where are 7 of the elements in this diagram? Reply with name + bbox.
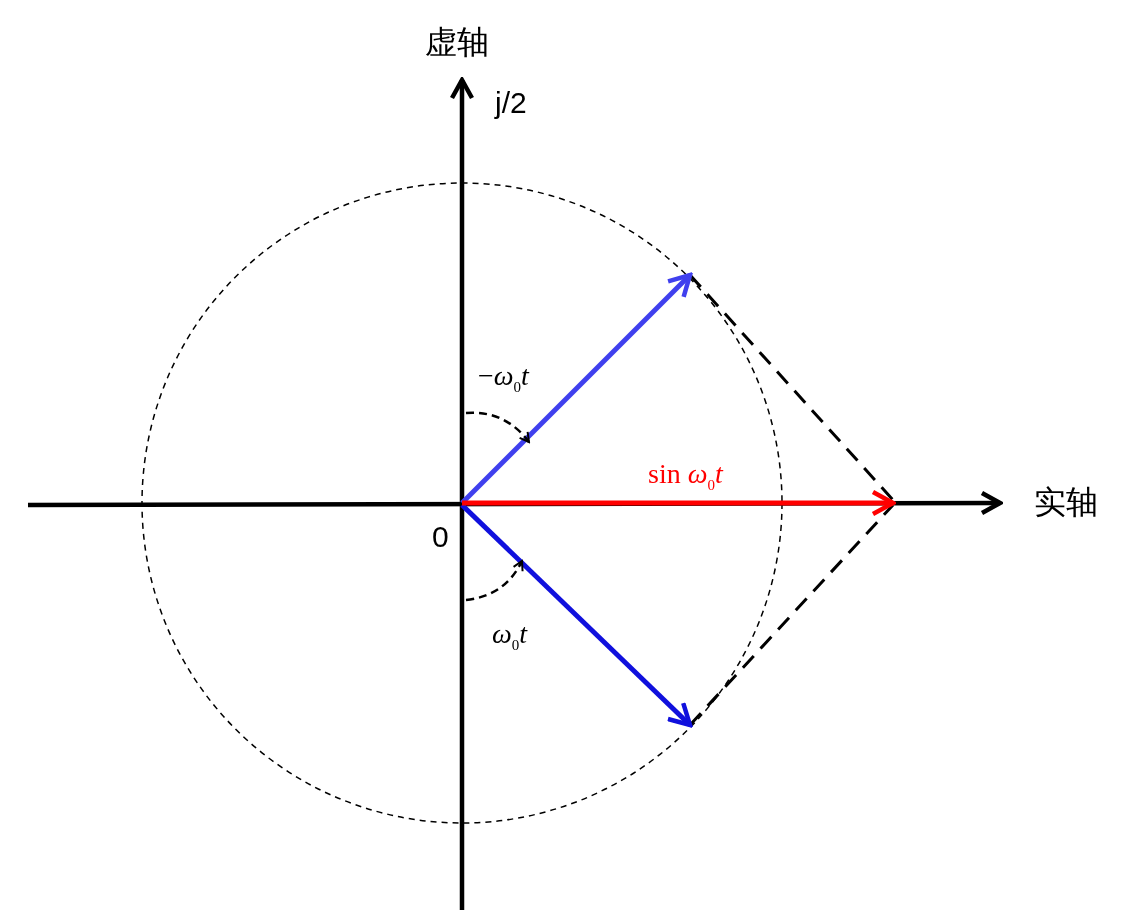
axis-label: 实轴 [1034, 486, 1098, 518]
angle-label: −ω$_{0}$t [478, 362, 529, 395]
axis-label: 虚轴 [425, 26, 489, 58]
origin-label: 0 [432, 522, 449, 552]
angle-label: ω$_{0}$t [492, 620, 528, 653]
vector-label: sin ω$_{0}$t [648, 460, 723, 493]
scale-label: j/2 [495, 88, 527, 118]
